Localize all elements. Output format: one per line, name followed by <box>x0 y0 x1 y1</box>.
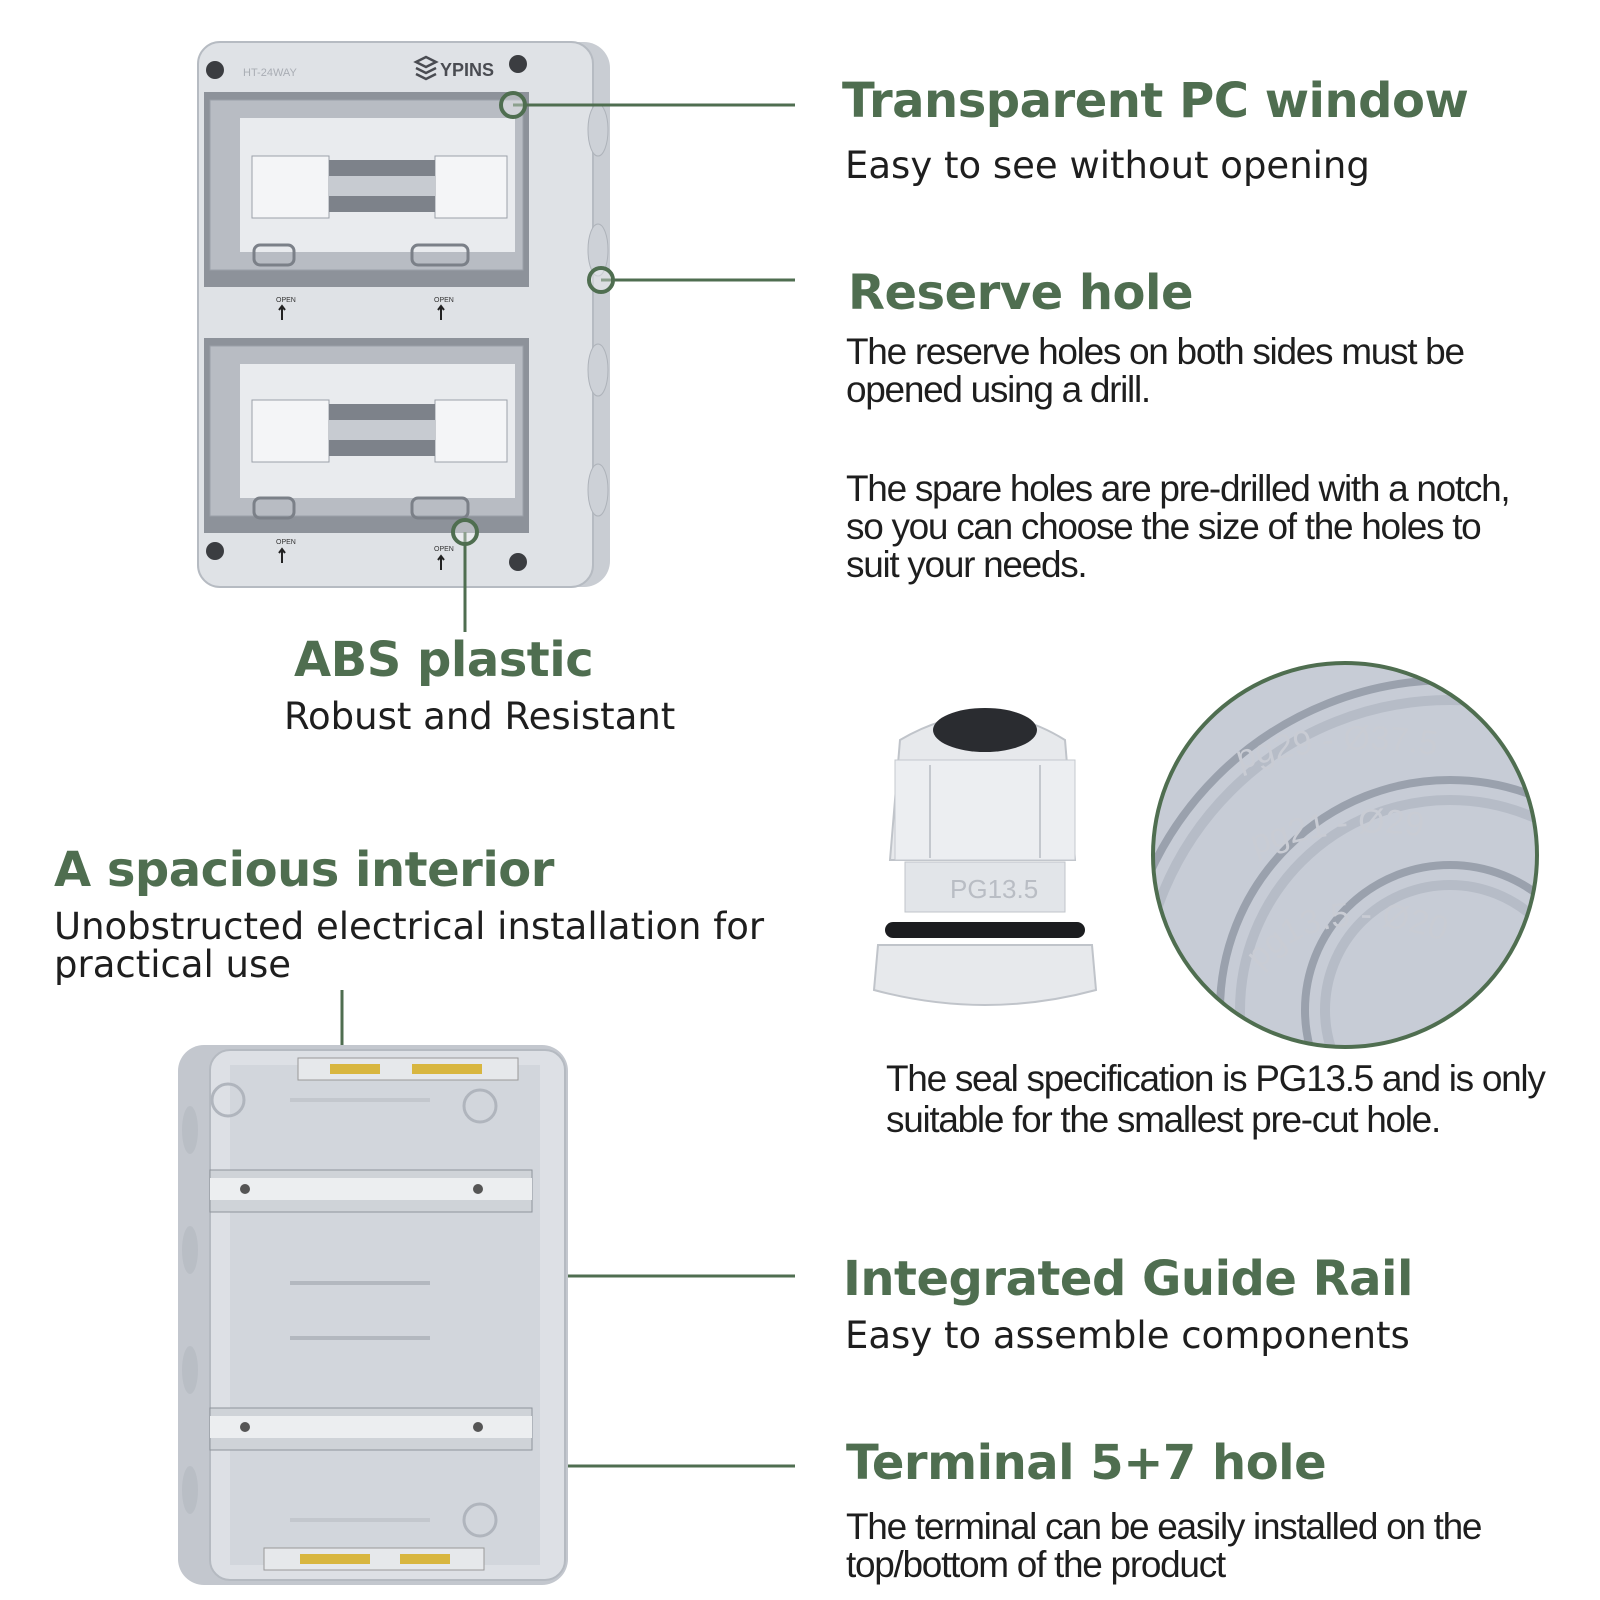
seal-spec-line-2: suitable for the smallest pre-cut hole. <box>886 1099 1441 1140</box>
terminal-title: Terminal 5+7 hole <box>846 1435 1327 1491</box>
brand-logo: YPINS <box>440 60 494 80</box>
open-enclosure-image <box>178 1045 568 1585</box>
knockout-closeup-image: pg29 - Ø37.5 pg21 - Ø29 pg13.5 - Ø20.5 <box>1153 663 1537 1047</box>
open-label-3: OPEN <box>276 539 296 546</box>
interior-line-1: Unobstructed electrical installation for <box>54 905 765 948</box>
reserve-hole-line-2: opened using a drill. <box>846 369 1151 410</box>
knockout-closeup-frame <box>1151 661 1539 1049</box>
pc-window-subtitle: Easy to see without opening <box>845 144 1370 187</box>
interior-line-2: practical use <box>54 943 292 986</box>
abs-plastic-subtitle: Robust and Resistant <box>284 695 676 738</box>
reserve-hole-title: Reserve hole <box>848 265 1194 321</box>
spare-holes-line-2: so you can choose the size of the holes … <box>846 506 1482 547</box>
pc-window-title: Transparent PC window <box>842 73 1469 129</box>
open-label-2: OPEN <box>434 297 454 304</box>
spare-holes-line-3: suit your needs. <box>846 544 1088 585</box>
open-label-1: OPEN <box>276 297 296 304</box>
guide-rail-subtitle: Easy to assemble components <box>845 1314 1410 1357</box>
reserve-hole-line-1: The reserve holes on both sides must be <box>846 331 1465 372</box>
guide-rail-title: Integrated Guide Rail <box>843 1251 1413 1307</box>
closed-enclosure-image: HT-24WAY YPINS OPEN OPEN OPEN OPEN <box>197 41 610 588</box>
open-label-4: OPEN <box>434 546 454 553</box>
model-label: HT-24WAY <box>243 67 297 79</box>
seal-spec-line-1: The seal specification is PG13.5 and is … <box>886 1058 1546 1099</box>
terminal-line-1: The terminal can be easily installed on … <box>846 1506 1482 1547</box>
interior-title: A spacious interior <box>54 842 554 898</box>
cable-gland-image: PG13.5 <box>872 708 1098 1006</box>
terminal-line-2: top/bottom of the product <box>846 1544 1226 1585</box>
abs-plastic-title: ABS plastic <box>294 632 594 688</box>
gland-label: PG13.5 <box>950 874 1038 904</box>
spare-holes-line-1: The spare holes are pre-drilled with a n… <box>846 468 1511 509</box>
